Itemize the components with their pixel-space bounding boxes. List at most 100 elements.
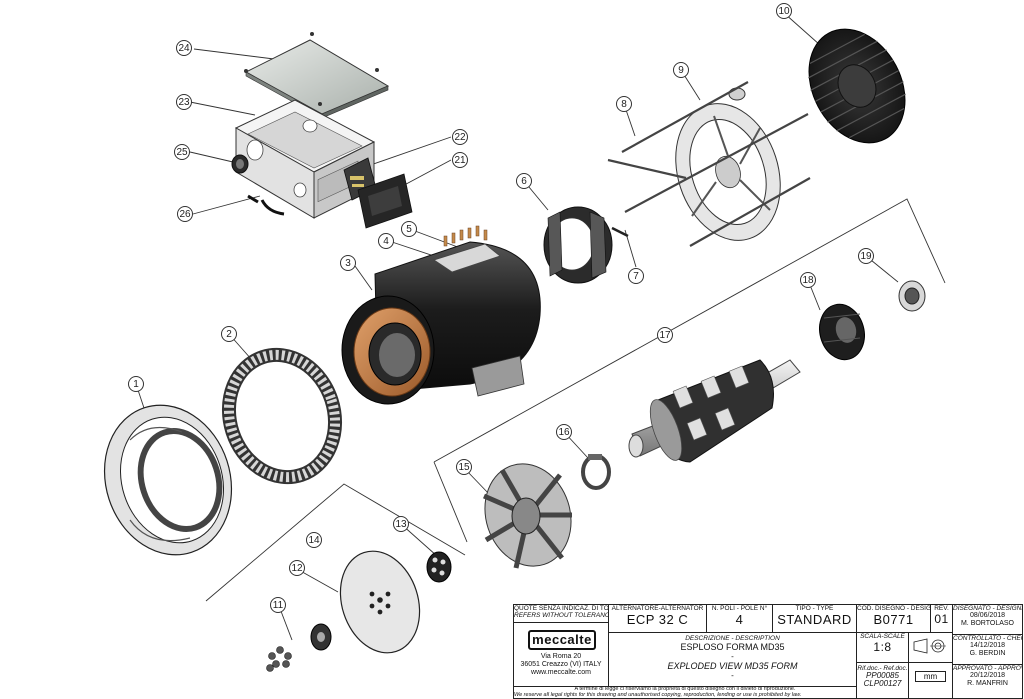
callout-number: 10 xyxy=(778,6,790,17)
description-label: DESCRIZIONE - DESCRIPTION xyxy=(685,635,780,642)
callout-15: 15 xyxy=(456,459,472,475)
callout-number: 2 xyxy=(226,329,232,340)
scale-cell: SCALA-SCALE 1:8 xyxy=(857,633,909,663)
terminal-box-cover xyxy=(244,32,390,119)
checked-name: G. BERDIN xyxy=(969,650,1006,657)
callout-circle xyxy=(174,144,190,160)
callout-number: 13 xyxy=(395,519,407,530)
callout-16: 16 xyxy=(556,424,572,440)
address-line-1: Via Roma 20 xyxy=(540,653,582,660)
checked-label: CONTROLLATO - CHECKED BY xyxy=(953,635,1022,642)
alternator-label: ALTERNATORE-ALTERNATOR xyxy=(611,605,704,612)
callout-number: 22 xyxy=(454,132,466,143)
rotor xyxy=(628,359,801,463)
type-value: STANDARD xyxy=(777,612,852,627)
bearing xyxy=(898,280,926,312)
callout-8: 8 xyxy=(616,96,632,112)
terminal-screws xyxy=(247,194,285,216)
design-code-value: B0771 xyxy=(873,612,914,627)
callout-6: 6 xyxy=(516,173,532,189)
callout-14: 14 xyxy=(306,532,322,548)
callout-24: 24 xyxy=(176,40,192,56)
description-cell: DESCRIZIONE - DESCRIPTION ESPLOSO FORMA … xyxy=(609,633,857,687)
avr-plate xyxy=(357,173,413,229)
designed-cell: DISEGNATO - DESIGNED BY 08/06/2018 M. BO… xyxy=(953,605,1022,635)
callout-13: 13 xyxy=(393,516,409,532)
type-cell: TIPO - TYPE STANDARD xyxy=(773,605,857,633)
callout-circle xyxy=(673,62,689,78)
callout-circle xyxy=(516,173,532,189)
callout-25: 25 xyxy=(174,144,190,160)
rev-value: 01 xyxy=(934,612,949,626)
callout-number: 17 xyxy=(659,330,671,341)
clamp xyxy=(581,454,611,490)
callout-circle xyxy=(340,255,356,271)
exciter-stator xyxy=(543,206,613,284)
coupling-hub xyxy=(426,551,452,583)
callout-number: 8 xyxy=(621,99,627,110)
description-dash: - xyxy=(731,652,734,661)
alternator-value: ECP 32 C xyxy=(626,612,689,627)
exciter-screw xyxy=(611,226,629,238)
callout-circle xyxy=(270,597,286,613)
address-line-2: 36051 Creazzo (VI) ITALY xyxy=(520,661,602,668)
ref-doc-1: PP00085 xyxy=(866,671,899,680)
callout-number: 9 xyxy=(678,65,684,76)
callout-number: 24 xyxy=(178,43,190,54)
callout-circle xyxy=(776,3,792,19)
terminal-box xyxy=(234,99,376,219)
callout-circle xyxy=(628,268,644,284)
callout-circle xyxy=(176,94,192,110)
cable-gland xyxy=(231,154,249,174)
approved-date: 20/12/2018 xyxy=(969,672,1006,679)
callout-number: 3 xyxy=(345,258,351,269)
poles-cell: N. POLI - POLE N° 4 xyxy=(707,605,773,633)
callout-12: 12 xyxy=(289,560,305,576)
de-adapter-ring xyxy=(221,347,343,485)
design-code-label: COD. DISEGNO - DESIGN COD. xyxy=(857,605,931,612)
tolerance-note-en: REFERS WITHOUT TOLERANCE xyxy=(514,612,609,619)
exciter-rotor xyxy=(819,303,865,361)
description-en: EXPLODED VIEW MD35 FORM xyxy=(667,661,798,671)
stator-frame xyxy=(341,225,541,405)
approved-name: R. MANFRIN xyxy=(967,680,1008,687)
callout-number: 4 xyxy=(383,236,389,247)
callout-circle xyxy=(556,424,572,440)
fan-grille xyxy=(808,28,906,144)
legal-line-en: We reserve all legal rights for this dra… xyxy=(514,691,802,698)
callout-9: 9 xyxy=(673,62,689,78)
callout-number: 18 xyxy=(802,275,814,286)
disc-bolts xyxy=(266,646,292,672)
ref-doc-2: CLP00127 xyxy=(863,679,902,688)
callout-number: 11 xyxy=(273,600,284,611)
callout-circle xyxy=(616,96,632,112)
legal-line-it: A termine di legge ci riserviamo la prop… xyxy=(574,687,796,692)
callout-number: 1 xyxy=(133,379,139,390)
callout-circle xyxy=(452,152,468,168)
callout-circle xyxy=(456,459,472,475)
tolerance-note-it: QUOTE SENZA INDICAZ. DI TOLL. xyxy=(514,605,609,612)
callout-10: 10 xyxy=(776,3,792,19)
callout-circle xyxy=(306,532,322,548)
callout-7: 7 xyxy=(628,268,644,284)
callout-circle xyxy=(221,326,237,342)
tolerance-note: QUOTE SENZA INDICAZ. DI TOLL. REFERS WIT… xyxy=(514,605,609,623)
callout-number: 7 xyxy=(633,271,639,282)
scale-value: 1:8 xyxy=(873,640,892,654)
checked-date: 14/12/2018 xyxy=(969,642,1006,649)
callout-number: 16 xyxy=(558,427,570,438)
coupling-disc xyxy=(339,550,421,654)
callout-circle xyxy=(378,233,394,249)
designed-name: M. BORTOLASO xyxy=(960,620,1015,627)
checked-cell: CONTROLLATO - CHECKED BY 14/12/2018 G. B… xyxy=(953,635,1022,665)
callout-number: 23 xyxy=(178,97,190,108)
callout-1: 1 xyxy=(128,376,144,392)
callout-circle xyxy=(176,40,192,56)
type-label: TIPO - TYPE xyxy=(795,605,834,612)
callout-23: 23 xyxy=(176,94,192,110)
designed-label: DISEGNATO - DESIGNED BY xyxy=(953,605,1022,612)
designed-date: 08/06/2018 xyxy=(969,612,1006,619)
callout-circle xyxy=(800,272,816,288)
callout-number: 6 xyxy=(521,176,527,187)
